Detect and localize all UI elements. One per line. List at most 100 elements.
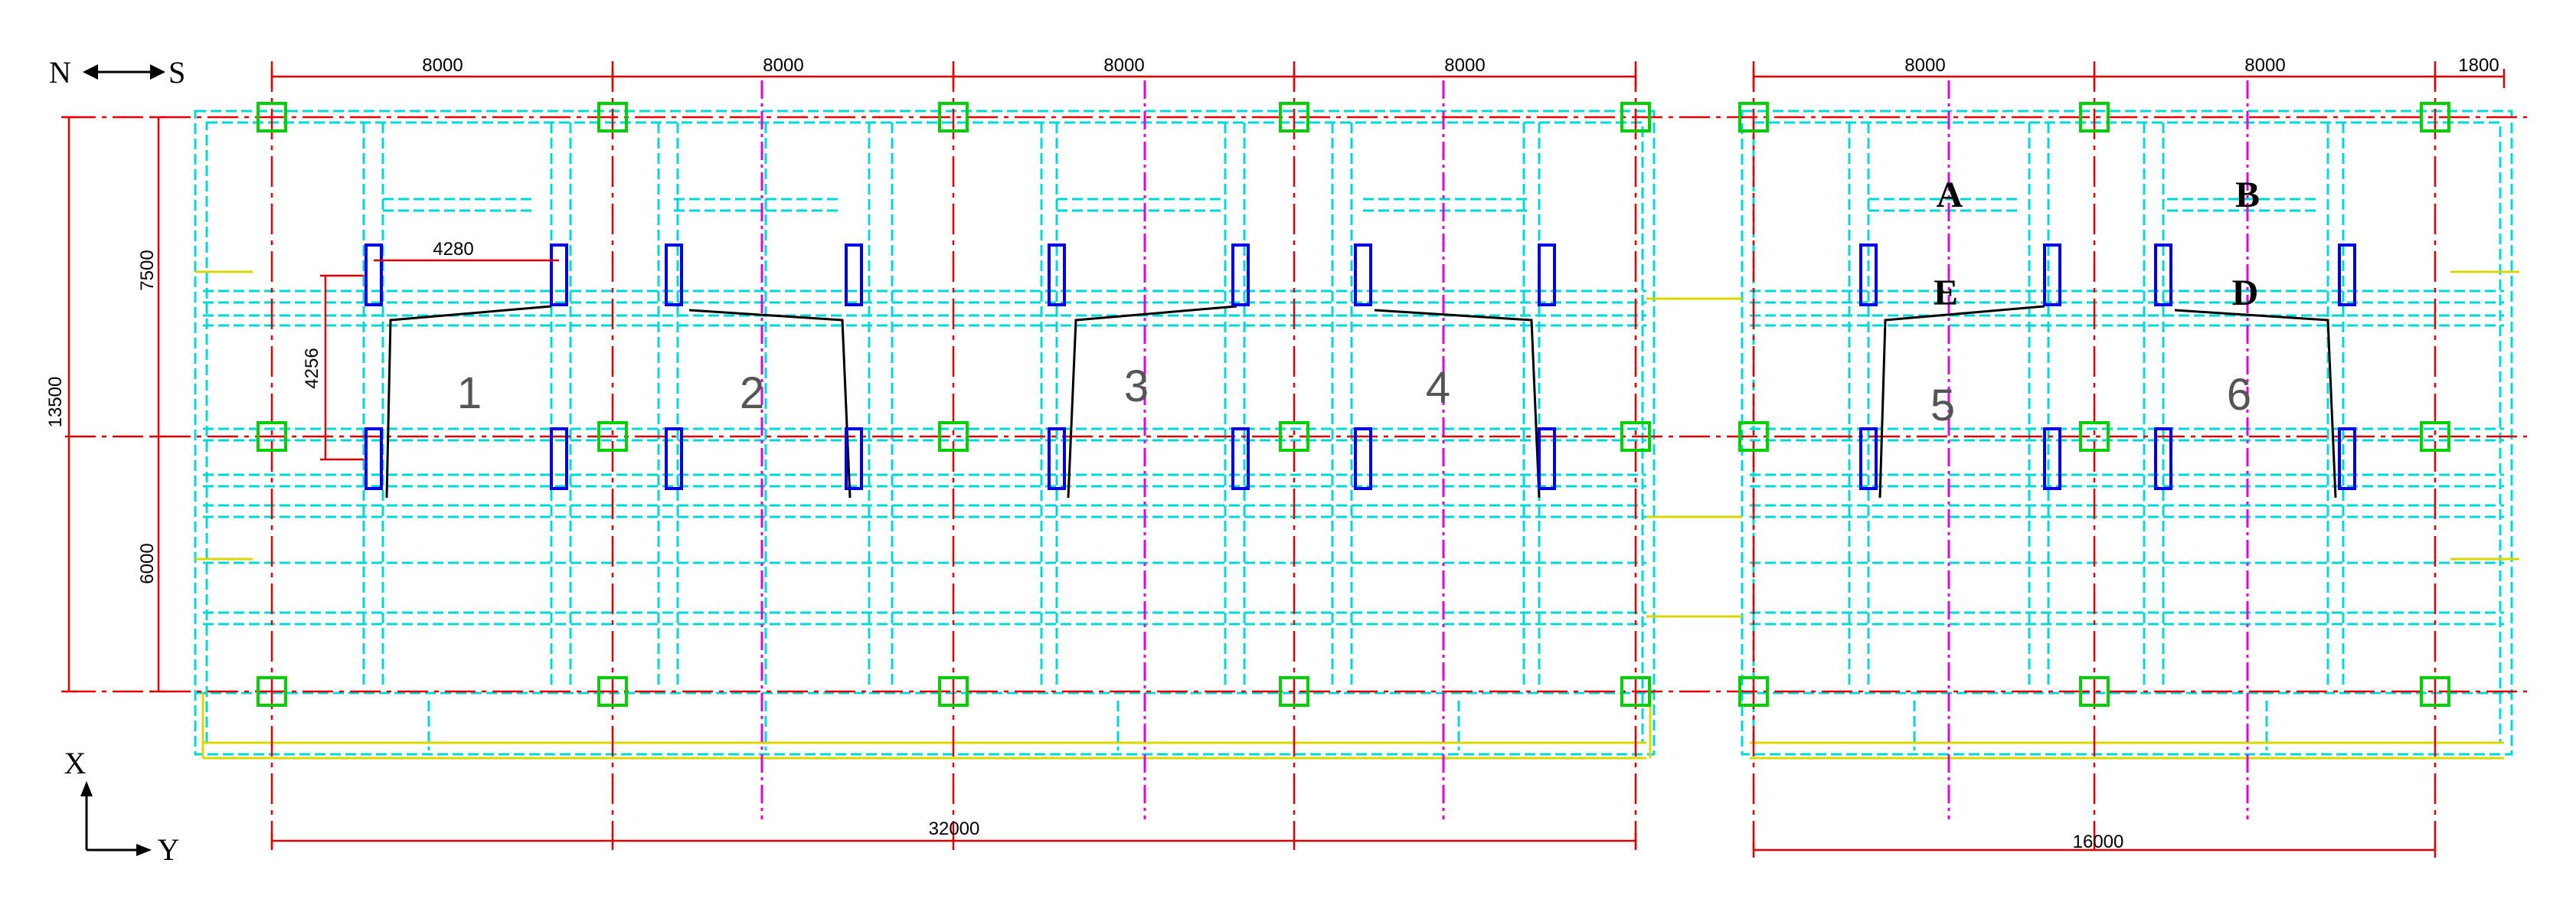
beam-outline	[1752, 121, 2502, 744]
column-icon	[1279, 102, 1309, 132]
column-icon	[1738, 676, 1769, 707]
support-icon	[2043, 244, 2061, 306]
column-icon	[257, 102, 287, 132]
bay-outline	[385, 305, 552, 499]
support-icon	[845, 244, 863, 306]
dim-vertical-bottom: 6000	[137, 543, 158, 584]
column-icon	[1279, 676, 1309, 707]
support-icon	[2043, 427, 2061, 490]
bay-outline	[2174, 309, 2337, 499]
support-icon	[1354, 427, 1372, 490]
supports	[364, 244, 2356, 490]
dim-bay-2: 8000	[763, 55, 803, 76]
column-icon	[2420, 102, 2450, 132]
column-icon	[257, 421, 287, 452]
dim-bay-5: 8000	[1904, 55, 1945, 76]
column-icon	[257, 676, 287, 707]
support-icon	[1538, 427, 1556, 490]
axis-grid	[65, 61, 2527, 850]
column-icon	[938, 421, 969, 452]
dim-vertical-total: 13500	[45, 377, 66, 428]
column-icon	[938, 676, 969, 707]
support-icon	[1231, 244, 1250, 306]
dim-vertical-top: 7500	[137, 250, 158, 290]
dim-total-left: 32000	[929, 819, 980, 839]
columns	[257, 102, 2450, 707]
bay-outline	[688, 309, 852, 499]
support-icon	[2338, 427, 2356, 490]
bay-number-2: 2	[740, 368, 764, 418]
column-icon	[1279, 421, 1309, 452]
dim-bay-3: 8000	[1103, 55, 1144, 76]
dim-overhang: 1800	[2458, 55, 2499, 76]
bay-centerlines	[760, 80, 2249, 819]
dim-total-right: 16000	[2073, 832, 2124, 852]
column-icon	[1738, 102, 1769, 132]
column-icon	[597, 102, 628, 132]
bay-outlines	[385, 305, 2337, 499]
x-axis-label: X	[64, 746, 87, 780]
dim-support-width: 4280	[433, 239, 473, 260]
beam-outline	[1741, 110, 2513, 756]
dimension-lines	[61, 69, 2506, 858]
point-label-e: E	[1934, 273, 1958, 313]
support-icon	[364, 427, 383, 490]
column-icon	[2079, 102, 2110, 132]
dim-support-height: 4256	[302, 348, 322, 388]
point-label-d: D	[2232, 273, 2259, 313]
beam-grid	[194, 110, 2513, 756]
point-label-b: B	[2235, 175, 2260, 215]
xy-axes-indicator: X Y	[64, 746, 180, 867]
column-icon	[2420, 421, 2450, 452]
column-icon	[597, 676, 628, 707]
bay-number-5: 5	[1930, 381, 1955, 430]
bay-number-3: 3	[1124, 361, 1149, 411]
north-label: N	[49, 55, 71, 90]
south-arrowhead-icon	[150, 64, 165, 80]
dim-bay-1: 8000	[422, 55, 463, 76]
support-icon	[845, 427, 863, 490]
column-icon	[938, 102, 969, 132]
support-icon	[2338, 244, 2356, 306]
north-arrowhead-icon	[83, 64, 98, 80]
column-icon	[2079, 676, 2110, 707]
support-icon	[364, 244, 383, 306]
y-arrowhead-icon	[136, 844, 152, 856]
support-icon	[665, 427, 683, 490]
beam-outline	[205, 121, 1644, 744]
bay-number-6: 6	[2227, 370, 2251, 420]
support-icon	[665, 244, 683, 306]
bay-outline	[1067, 305, 1237, 499]
slab-lines	[195, 270, 2519, 760]
beam-outline	[1741, 691, 2513, 756]
support-icon	[1859, 244, 1878, 306]
column-icon	[597, 421, 628, 452]
support-icon	[1048, 427, 1066, 490]
south-label: S	[168, 55, 185, 90]
bay-outline	[1374, 309, 1541, 499]
column-icon	[2420, 676, 2450, 707]
column-icon	[1620, 421, 1651, 452]
column-icon	[1620, 102, 1651, 132]
support-icon	[550, 244, 568, 306]
bay-outline	[1878, 305, 2045, 499]
bay-number-1: 1	[457, 368, 482, 418]
y-axis-label: Y	[158, 832, 180, 867]
column-icon	[1738, 421, 1769, 452]
dim-bay-4: 8000	[1444, 55, 1485, 76]
support-icon	[1859, 427, 1878, 490]
support-icon	[2154, 244, 2172, 306]
point-label-a: A	[1937, 175, 1963, 215]
column-icon	[1620, 676, 1651, 707]
support-icon	[1354, 244, 1372, 306]
x-arrowhead-icon	[80, 781, 93, 796]
bay-number-4: 4	[1426, 363, 1450, 413]
beam-outline	[194, 691, 1656, 756]
dim-bay-6: 8000	[2244, 55, 2285, 76]
column-icon	[2079, 421, 2110, 452]
support-icon	[1048, 244, 1066, 306]
beam-outline	[194, 110, 1656, 756]
support-icon	[2154, 427, 2172, 490]
support-icon	[1538, 244, 1556, 306]
